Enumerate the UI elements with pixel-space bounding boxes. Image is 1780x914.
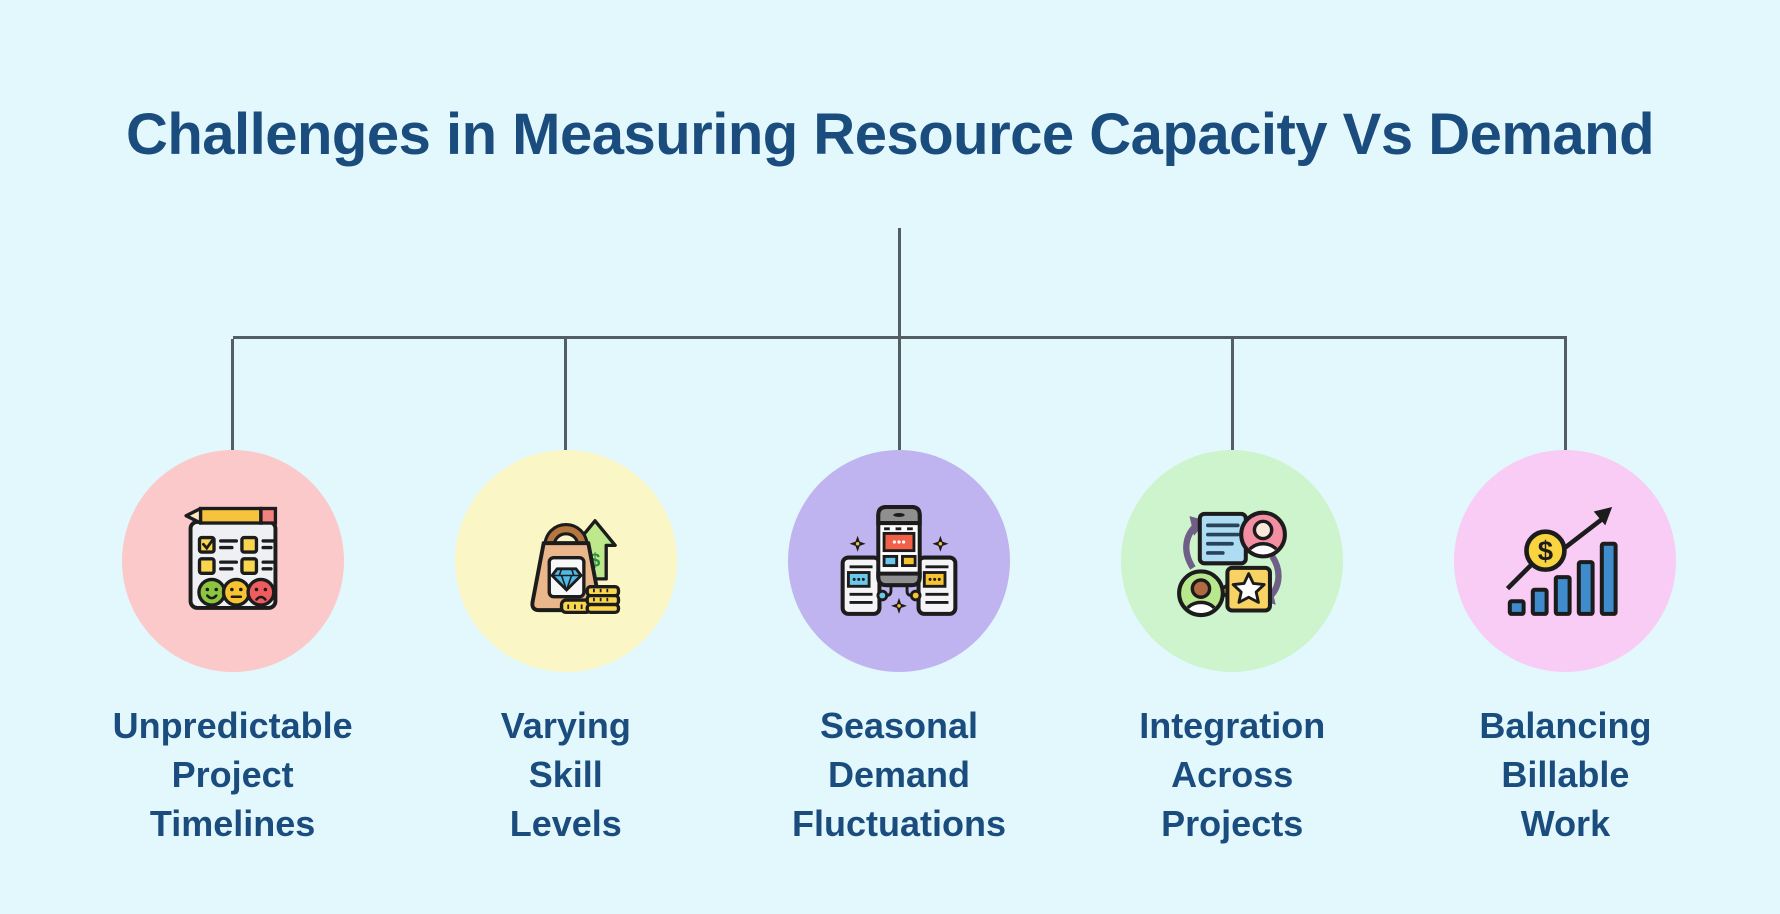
item-label: Balancing Billable Work [1479, 705, 1652, 844]
shopping-bag-value-icon: $ [530, 519, 620, 615]
item-label: Varying Skill Levels [500, 705, 631, 844]
item-circle: $ [454, 450, 677, 672]
svg-text:$: $ [590, 551, 601, 572]
challenge-item-integration-across-projects: Integration Across Projects [1066, 339, 1399, 849]
challenge-item-unpredictable-timelines: Unpredictable Project Timelines [66, 339, 399, 849]
challenge-item-varying-skill-levels: $ Varying Skill Levels [399, 339, 732, 849]
svg-text:$: $ [1538, 535, 1553, 566]
connector-stem [898, 228, 901, 336]
item-label: Unpredictable Project Timelines [112, 705, 353, 844]
connector-branch [897, 339, 901, 450]
connected-devices-icon [840, 504, 958, 616]
connector-branch [231, 339, 235, 450]
survey-feedback-icon [184, 506, 277, 610]
item-label: Integration Across Projects [1139, 705, 1326, 844]
connector-branch [564, 339, 568, 450]
diagram-title: Challenges in Measuring Resource Capacit… [125, 101, 1655, 167]
challenge-item-seasonal-demand: Seasonal Demand Fluctuations [732, 339, 1065, 849]
challenge-columns: Unpredictable Project Timelines $ [66, 339, 1732, 849]
item-circle [121, 450, 344, 672]
people-collaboration-icon [1177, 510, 1288, 618]
item-circle: $ [1454, 450, 1677, 672]
connector-branch [1563, 339, 1567, 450]
challenge-item-balancing-billable-work: $ Balancing Billable Work [1399, 339, 1732, 849]
item-label: Seasonal Demand Fluctuations [792, 705, 1006, 844]
item-circle [788, 450, 1010, 672]
connector-horizontal-line [233, 336, 1567, 339]
item-circle [1121, 450, 1344, 672]
connector-branch [1230, 339, 1234, 450]
growth-chart-icon: $ [1506, 506, 1619, 616]
